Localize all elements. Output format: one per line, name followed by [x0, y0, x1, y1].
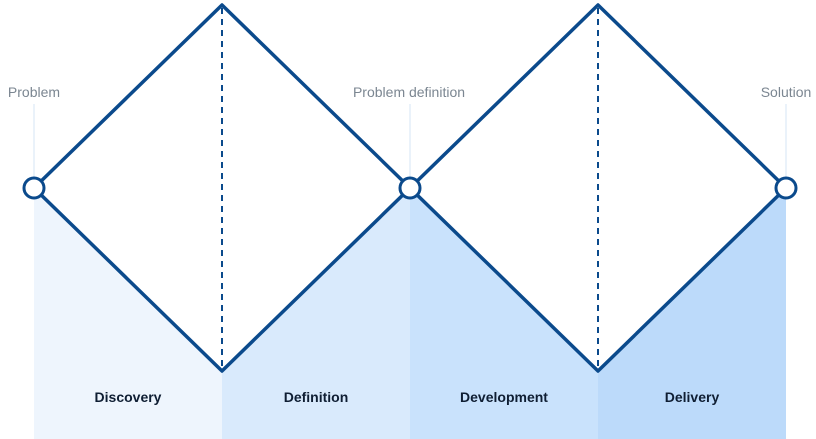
milestone-labels: Problem Problem definition Solution [8, 84, 811, 100]
node-solution [774, 176, 798, 200]
milestone-label-problem-definition: Problem definition [353, 84, 465, 100]
phase-label-discovery: Discovery [95, 389, 162, 405]
node-problem-definition [398, 176, 422, 200]
phase-band-definition [222, 188, 410, 439]
guide-lines [33, 104, 787, 178]
phase-band-delivery [598, 188, 786, 439]
milestone-label-problem: Problem [8, 84, 60, 100]
phase-label-development: Development [460, 389, 548, 405]
phase-bands [34, 188, 786, 439]
phase-labels: Discovery Definition Development Deliver… [95, 389, 720, 405]
diamond-dividers [221, 8, 599, 368]
phase-band-development [410, 188, 598, 439]
node-problem [22, 176, 46, 200]
milestone-nodes [22, 176, 798, 200]
milestone-label-solution: Solution [761, 84, 812, 100]
phase-label-delivery: Delivery [665, 389, 720, 405]
phase-band-discovery [34, 188, 222, 439]
phase-label-definition: Definition [284, 389, 349, 405]
